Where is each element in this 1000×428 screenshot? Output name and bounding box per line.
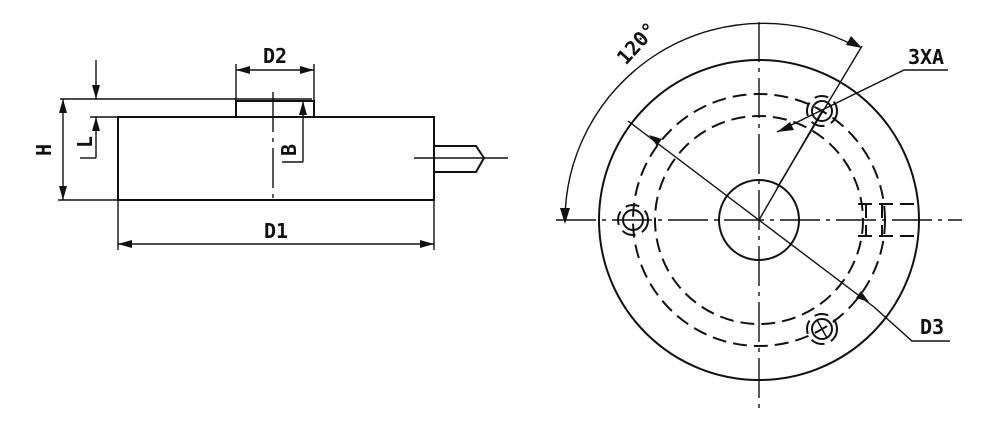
b-label: B	[277, 144, 301, 156]
l-label: L	[73, 136, 97, 148]
holes-leader	[776, 69, 948, 133]
cable-stub	[434, 145, 486, 173]
d3-leader	[873, 306, 950, 342]
mounting-hole-left	[617, 204, 649, 236]
angle-leader-line	[776, 45, 863, 189]
h-arrow-bottom	[59, 186, 67, 200]
l-arrow-bottom	[92, 117, 100, 131]
side-view: D2 D1 H L B	[32, 44, 508, 250]
d2-label: D2	[263, 44, 287, 68]
holes-arrow	[777, 122, 794, 132]
d3-arrow-upper	[649, 135, 662, 146]
angle-arc	[564, 22, 856, 223]
body-outline	[117, 116, 435, 201]
angle-label: 120°	[612, 17, 662, 69]
d1-arrow-right	[420, 240, 434, 248]
mounting-hole-top	[806, 95, 838, 127]
d3-arrow-lower	[856, 291, 869, 302]
h-label: H	[32, 144, 56, 156]
d1-label: D1	[264, 219, 288, 243]
d2-arrow-right	[300, 66, 314, 74]
d3-diameter-line	[627, 120, 875, 308]
angle-arrow-end	[846, 36, 862, 48]
h-arrow-top	[59, 99, 67, 113]
outer-circle	[598, 59, 920, 381]
b-arrow	[299, 101, 307, 115]
bolt-circle-inner	[654, 115, 864, 325]
bolt-circle-outer	[632, 93, 886, 347]
cable-port	[858, 203, 918, 237]
d1-arrow-left	[118, 240, 132, 248]
d3-label: D3	[920, 315, 944, 339]
center-boss	[718, 179, 800, 261]
angle-arrow-start	[560, 208, 570, 224]
holes-label: 3XA	[908, 45, 944, 69]
top-boss	[235, 100, 315, 117]
mounting-hole-bottom	[806, 313, 838, 345]
top-view: 120° 3XA D3	[556, 17, 962, 408]
l-arrow-top	[92, 85, 100, 99]
d2-arrow-left	[236, 66, 250, 74]
